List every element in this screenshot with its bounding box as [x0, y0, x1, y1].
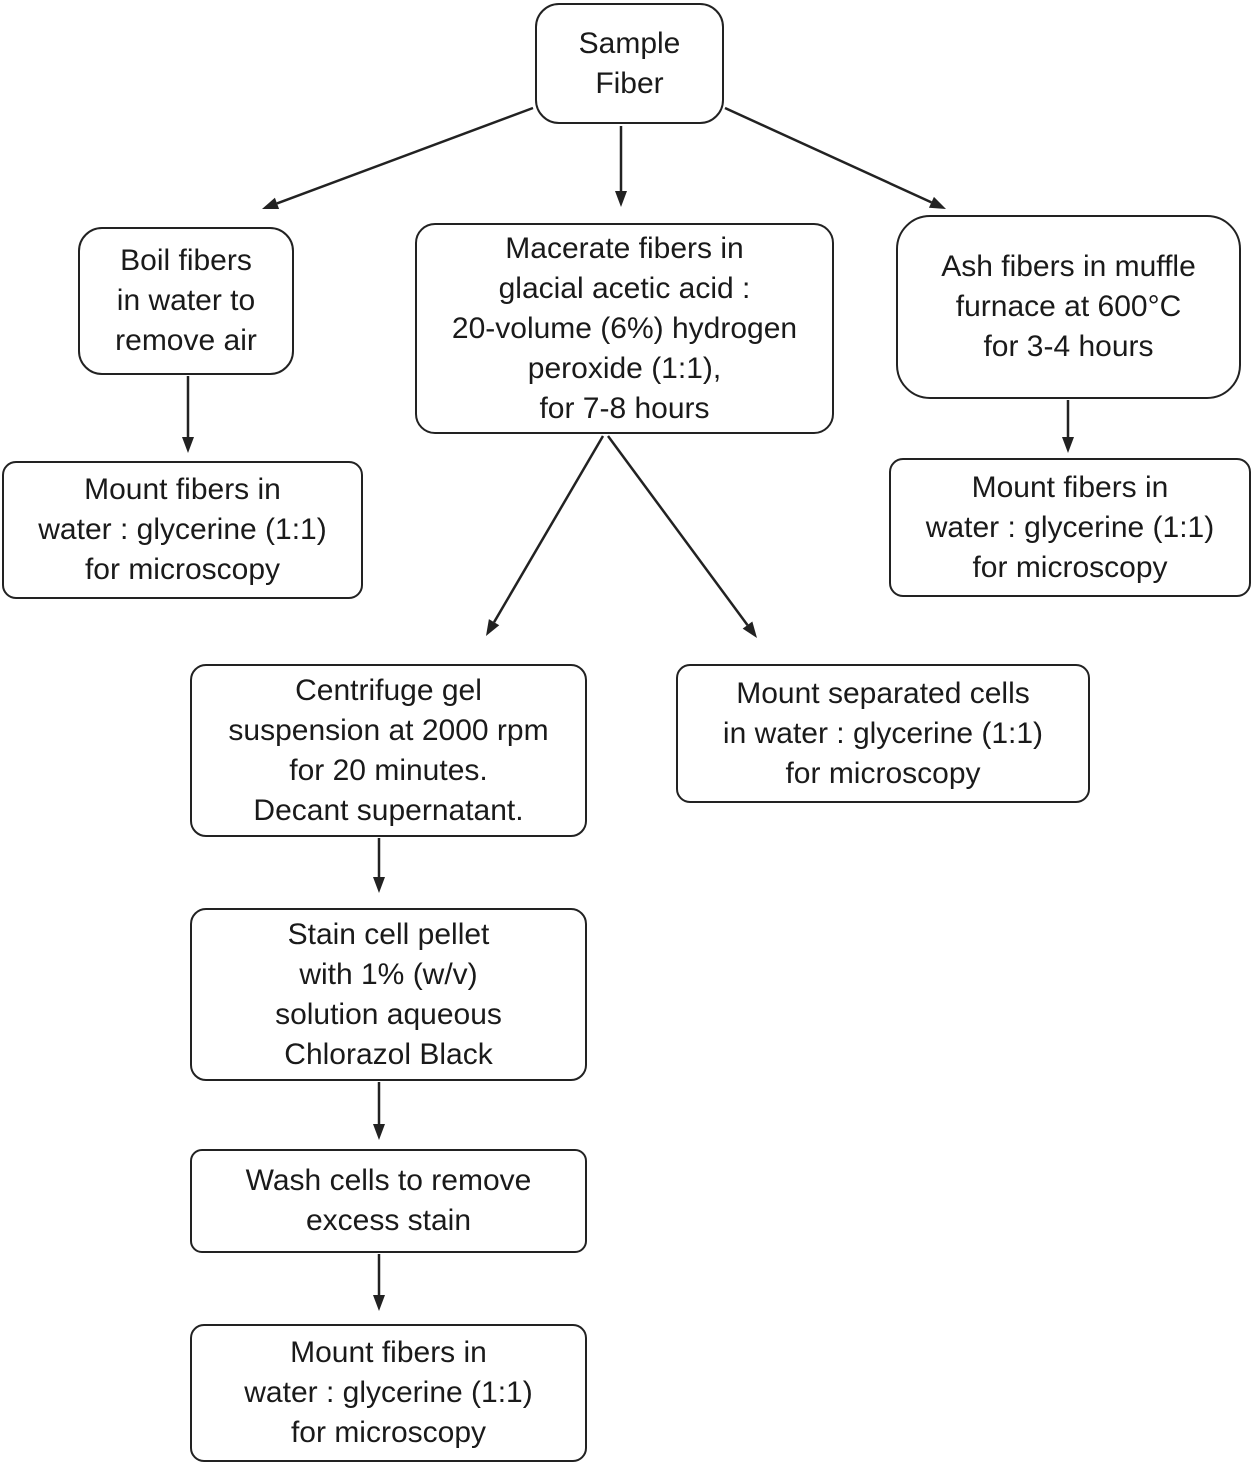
arrow-sample-fiber-to-macerate-fibers: [615, 126, 627, 207]
node-text-line: Stain cell pellet: [287, 917, 490, 951]
node-text-line: Chlorazol Black: [284, 1037, 493, 1071]
node-text-line: excess stain: [305, 1204, 472, 1237]
arrow-ash-fibers-to-mount-ashed: [1062, 400, 1074, 453]
arrowhead-icon: [742, 621, 757, 638]
arrowhead-icon: [486, 619, 500, 636]
arrow-line: [493, 435, 605, 623]
arrow-sample-fiber-to-ash-fibers: [724, 106, 946, 209]
node-centrifuge: Centrifuge gel suspension at 2000 rpm for …: [190, 664, 587, 837]
arrowhead-icon: [1062, 437, 1074, 453]
node-text-line: 20-volume (6%) hydrogen: [451, 311, 798, 345]
node-text-line: for microscopy: [785, 756, 981, 790]
node-text-line: Mount separated cells: [736, 676, 1030, 710]
node-text-line: Mount fibers in: [290, 1336, 487, 1369]
node-text-line: Centrifuge gel: [295, 673, 482, 707]
arrow-line: [724, 106, 932, 204]
node-text-line: in water to: [116, 284, 256, 317]
node-text-line: furnace at 600°C: [955, 290, 1182, 323]
node-text-line: for microscopy: [290, 1416, 487, 1449]
node-text-line: for 7-8 hours: [539, 391, 710, 425]
node-text-line: in water : glycerine (1:1): [722, 716, 1044, 750]
node-text-line: Ash fibers in muffle: [941, 250, 1196, 283]
node-text-line: for 3-4 hours: [983, 330, 1154, 363]
arrow-wash-cells-to-mount-stained: [373, 1254, 385, 1311]
arrow-line: [606, 435, 749, 626]
node-text-line: water : glycerine (1:1): [925, 510, 1215, 544]
node-text-line: Mount fibers in: [971, 470, 1169, 504]
arrow-macerate-fibers-to-mount-separated: [606, 435, 757, 638]
node-text-line: Mount fibers in: [84, 473, 281, 506]
node-text-line: water : glycerine (1:1): [244, 1376, 533, 1409]
arrowhead-icon: [928, 196, 946, 209]
arrow-stain-pellet-to-wash-cells: [373, 1082, 385, 1140]
node-text-line: for microscopy: [972, 550, 1168, 584]
arrow-line: [276, 106, 534, 205]
node-ash-fibers: Ash fibers in muffle furnace at 600°C for …: [896, 215, 1241, 399]
node-text-line: water : glycerine (1:1): [38, 513, 327, 546]
node-text-line: peroxide (1:1),: [527, 351, 722, 385]
arrowhead-icon: [615, 191, 627, 207]
node-text-line: suspension at 2000 rpm: [228, 713, 549, 747]
node-text-line: Sample: [578, 26, 681, 60]
node-boil-fibers: Boil fibers in water to remove air: [78, 227, 294, 375]
arrowhead-icon: [262, 197, 280, 210]
node-text-line: for microscopy: [84, 553, 281, 586]
node-text-line: Boil fibers: [120, 244, 252, 277]
node-wash-cells: Wash cells to remove excess stain: [190, 1149, 587, 1253]
arrowhead-icon: [373, 877, 385, 893]
node-mount-separated-cells: Mount separated cells in water : glycerin…: [676, 664, 1090, 803]
node-macerate-fibers: Macerate fibers in glacial acetic acid : 2…: [415, 223, 834, 434]
node-mount-stained-fibers: Mount fibers in water : glycerine (1:1) fo…: [190, 1324, 587, 1462]
node-text-line: for 20 minutes.: [289, 753, 488, 787]
arrow-sample-fiber-to-boil-fibers: [262, 106, 534, 210]
node-mount-boiled-fibers: Mount fibers in water : glycerine (1:1) fo…: [2, 461, 363, 599]
node-text-line: Fiber: [595, 66, 664, 100]
arrow-centrifuge-to-stain-pellet: [373, 838, 385, 893]
node-text-line: Wash cells to remove: [245, 1164, 532, 1197]
arrowhead-icon: [373, 1124, 385, 1140]
node-text-line: remove air: [115, 324, 257, 357]
arrow-macerate-fibers-to-centrifuge: [486, 435, 605, 636]
node-stain-cell-pellet: Stain cell pellet with 1% (w/v) solution a…: [190, 908, 587, 1081]
node-text-line: Macerate fibers in: [505, 231, 744, 265]
node-text-line: with 1% (w/v): [299, 957, 478, 991]
node-mount-ashed-fibers: Mount fibers in water : glycerine (1:1) fo…: [889, 458, 1251, 597]
node-text-line: solution aqueous: [275, 997, 502, 1031]
node-text-line: Decant supernatant.: [253, 793, 524, 827]
arrow-boil-fibers-to-mount-boiled: [182, 376, 194, 453]
arrowhead-icon: [373, 1295, 385, 1311]
arrowhead-icon: [182, 437, 194, 453]
node-text-line: glacial acetic acid :: [498, 271, 751, 305]
